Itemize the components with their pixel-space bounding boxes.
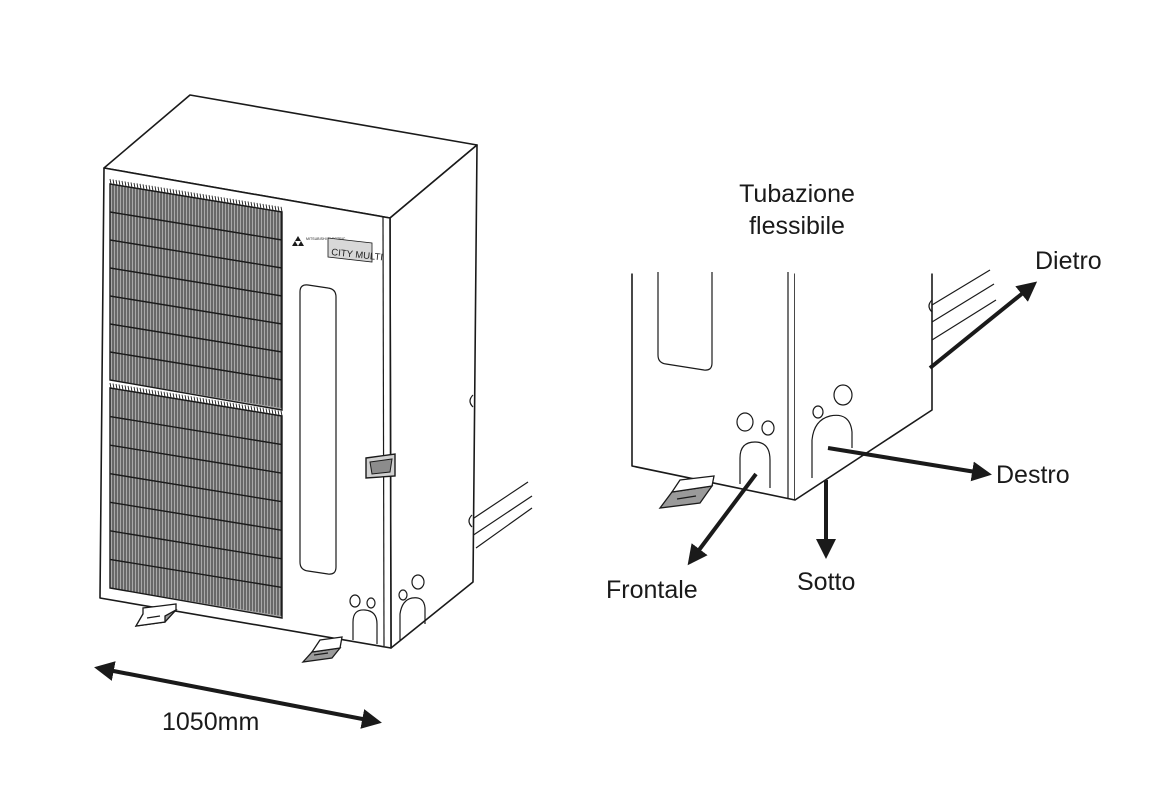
front-knockouts — [349, 594, 378, 644]
foot-left — [134, 603, 178, 627]
product-label-background — [327, 237, 373, 263]
width-dimension-arrow — [94, 661, 382, 729]
detail-front-knockouts — [736, 412, 775, 488]
foot-right — [301, 636, 343, 663]
service-panel-window — [299, 284, 337, 575]
side-knockouts — [398, 574, 426, 640]
flexible-piping-detail: Tubazione flessibile — [606, 180, 1102, 604]
width-dimension-label: 1050mm — [162, 708, 259, 736]
label-front: Frontale — [606, 576, 698, 604]
unit-feet — [134, 603, 343, 663]
detail-unit-corner — [630, 270, 936, 501]
arrow-front — [687, 472, 758, 566]
label-bottom: Sotto — [797, 568, 855, 596]
outdoor-unit: MITSUBISHI ELECTRIC CITY MULTI — [99, 94, 533, 663]
label-right: Destro — [996, 461, 1070, 489]
detail-side-knockouts — [811, 384, 853, 478]
brand-name: MITSUBISHI ELECTRIC — [306, 237, 346, 241]
detail-foot — [658, 475, 715, 509]
detail-title-line1: Tubazione — [739, 180, 855, 208]
brand-logo-icon — [292, 236, 304, 246]
unit-side-face — [389, 144, 478, 649]
brand-badge: MITSUBISHI ELECTRIC CITY MULTI — [292, 236, 383, 263]
detail-title-line2: flessibile — [749, 212, 845, 240]
arrow-back — [928, 281, 1038, 370]
arrow-right — [827, 446, 992, 482]
label-back: Dietro — [1035, 247, 1102, 275]
width-dimension: 1050mm — [94, 661, 382, 736]
upper-grille — [109, 178, 283, 411]
lower-grille — [109, 382, 283, 619]
side-handle — [365, 453, 396, 479]
rear-pipes — [467, 481, 533, 549]
product-label: CITY MULTI — [331, 247, 384, 263]
detail-rear-pipes — [931, 269, 997, 341]
